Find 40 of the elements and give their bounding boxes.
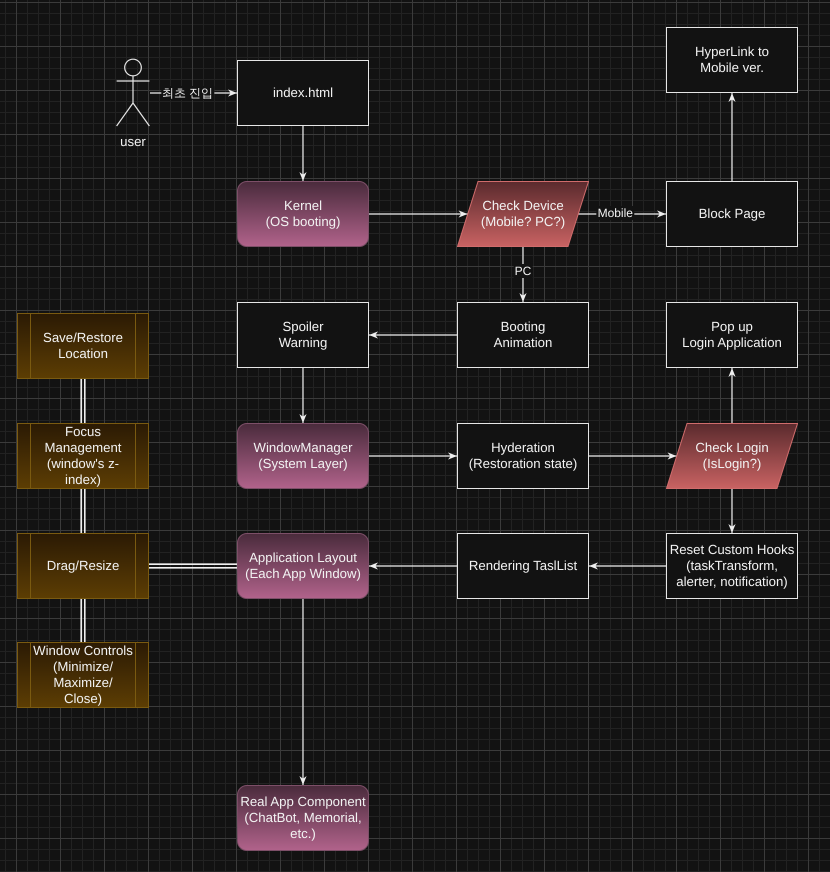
subprocess-box: Window Controls (Minimize/ Maximize/ Close) (17, 642, 149, 708)
arrow (519, 247, 527, 302)
process-box: Block Page (666, 181, 798, 247)
rounded-box: Kernel (OS booting) (237, 181, 369, 247)
process-box: Booting Animation (457, 302, 589, 368)
process-box: Pop up Login Application (666, 302, 798, 368)
arrow (299, 599, 307, 785)
rounded-box: Application Layout (Each App Window) (237, 533, 369, 599)
arrow (589, 562, 666, 570)
connector-line (80, 489, 86, 533)
parallelogram: Check Login (IsLogin?) (666, 423, 798, 489)
arrow (728, 489, 736, 533)
arrow (299, 368, 307, 423)
edge-label: 최초 진입 (160, 86, 214, 100)
arrow (369, 452, 457, 460)
process-box: Reset Custom Hooks (taskTransform, alerter, notification) (666, 533, 798, 599)
arrow (369, 562, 457, 570)
process-box: index.html (237, 60, 369, 126)
process-box: Rendering TaslList (457, 533, 589, 599)
actor-label: user (119, 134, 147, 150)
process-box: Hyderation (Restoration state) (457, 423, 589, 489)
process-box: Spoiler Warning (237, 302, 369, 368)
arrow (369, 210, 468, 218)
arrow (589, 452, 676, 460)
parallelogram: Check Device (Mobile? PC?) (457, 181, 589, 247)
subprocess-box: Save/Restore Location (17, 313, 149, 379)
rounded-box: WindowManager (System Layer) (237, 423, 369, 489)
connector-line (80, 379, 86, 423)
connector-line (80, 599, 86, 642)
subprocess-box: Focus Management (window's z- index) (17, 423, 149, 489)
edge-label: PC (514, 264, 532, 278)
arrow (728, 93, 736, 181)
rounded-box: Real App Component (ChatBot, Memorial, etc.) (237, 785, 369, 851)
connector-line (149, 563, 237, 569)
arrow (728, 368, 736, 423)
edge-label: Mobile (596, 206, 634, 220)
arrow (299, 126, 307, 181)
process-box: HyperLink to Mobile ver. (666, 27, 798, 93)
subprocess-box: Drag/Resize (17, 533, 149, 599)
arrow (369, 331, 457, 339)
